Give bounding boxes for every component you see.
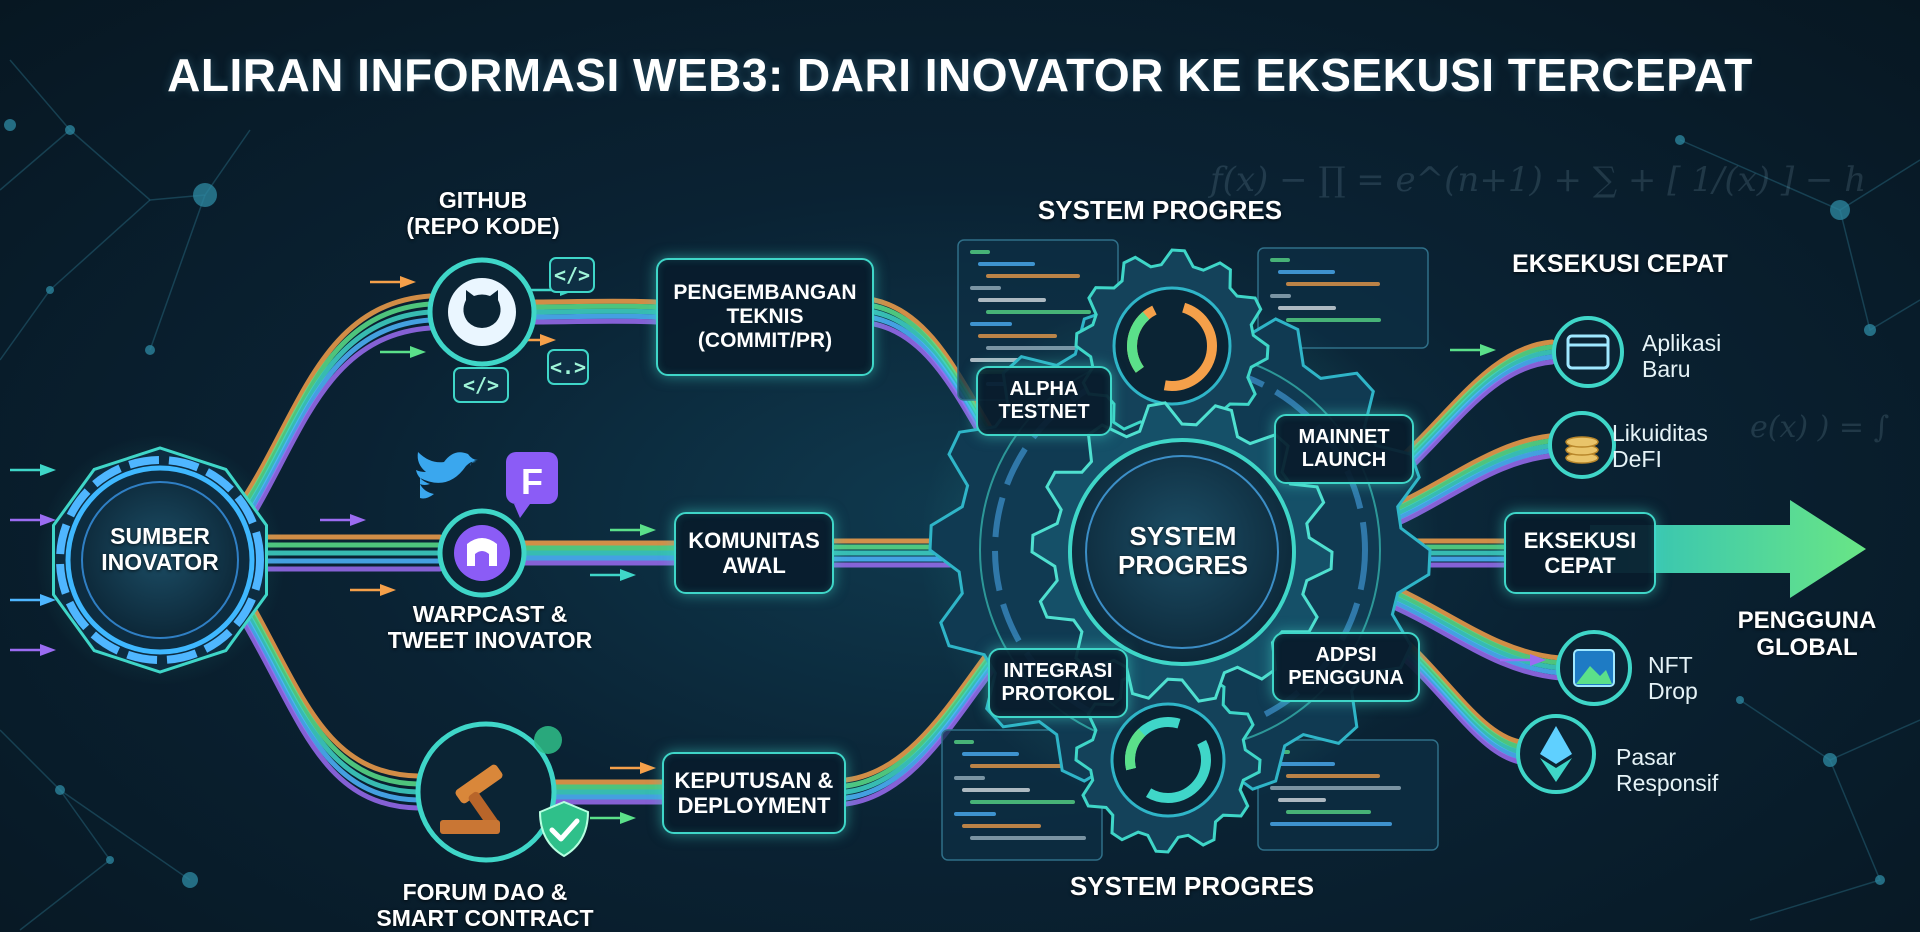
stream-to-dao-strand <box>237 597 421 795</box>
flow-arrowhead <box>620 812 636 824</box>
flow-arrowhead <box>1530 654 1546 666</box>
flow-arrowhead <box>620 569 636 581</box>
dao-label: FORUM DAO &SMART CONTRACT <box>376 879 594 931</box>
stream-github-dev-strand <box>531 303 659 310</box>
github-node <box>427 257 537 367</box>
flow-arrowhead <box>350 514 366 526</box>
engine-bottom-label: SYSTEM PROGRES <box>1069 871 1315 901</box>
stream-github-dev-strand <box>531 318 659 325</box>
stream-github-dev-strand <box>531 308 659 315</box>
stream-to-github-strand <box>237 309 433 523</box>
shield-check-icon <box>538 800 590 858</box>
ethereum-icon <box>1516 714 1596 794</box>
stream-github-dev-strand <box>531 313 659 320</box>
svg-text:F: F <box>521 461 543 502</box>
flow-arrowhead <box>1480 344 1496 356</box>
warpcast-icon <box>454 525 510 581</box>
stream-to-github-strand <box>237 293 433 507</box>
source-ring <box>56 456 264 664</box>
page-title: ALIRAN INFORMASI WEB3: DARI INOVATOR KE … <box>167 49 1753 101</box>
flow-arrowhead <box>410 346 426 358</box>
code-badge-bottom: </> <box>453 367 509 403</box>
code-badge-mid: <.> <box>547 349 589 385</box>
stream-to-dao-strand <box>237 613 421 811</box>
source-hub <box>35 435 285 685</box>
flow-arrowhead <box>40 644 56 656</box>
stream-github-dev-strand <box>531 298 659 305</box>
flow-arrowhead <box>640 762 656 774</box>
stream-to-github-strand <box>237 301 433 515</box>
flow-arrowhead <box>640 524 656 536</box>
farcaster-icon: F <box>506 452 558 518</box>
flow-arrowhead <box>40 464 56 476</box>
stream-to-dao-strand <box>237 605 421 803</box>
twitter-bird-icon <box>416 452 478 499</box>
app-window-icon <box>1552 316 1624 388</box>
engine-top-gear <box>1074 248 1270 444</box>
flow-arrowhead <box>400 276 416 288</box>
warpcast-label: WARPCAST &TWEET INOVATOR <box>387 601 593 653</box>
image-icon <box>1556 630 1632 706</box>
svg-text:<.>: <.> <box>550 355 586 379</box>
warpcast-node <box>437 508 527 598</box>
coin-stack-icon <box>1548 411 1616 479</box>
svg-text:</>: </> <box>554 263 590 287</box>
flow-arrowhead <box>540 334 556 346</box>
flow-arrowhead <box>380 584 396 596</box>
engine-top-label: SYSTEM PROGRES <box>1037 195 1283 225</box>
global-output-arrow <box>1590 500 1866 598</box>
dao-node <box>415 721 590 863</box>
output-icons <box>1516 316 1632 794</box>
code-badge-top: </> <box>549 257 595 293</box>
engine-center-gear <box>1030 401 1334 703</box>
location-pin-icon <box>534 726 562 754</box>
gavel-icon <box>440 764 503 834</box>
svg-text:</>: </> <box>463 373 499 397</box>
stage-deploy-box: KEPUTUSAN &DEPLOYMENT <box>662 752 846 834</box>
execution-header: EKSEKUSI CEPAT <box>1512 250 1728 278</box>
network-nodes <box>4 119 1885 888</box>
github-label: GITHUB(REPO KODE) <box>406 187 560 239</box>
